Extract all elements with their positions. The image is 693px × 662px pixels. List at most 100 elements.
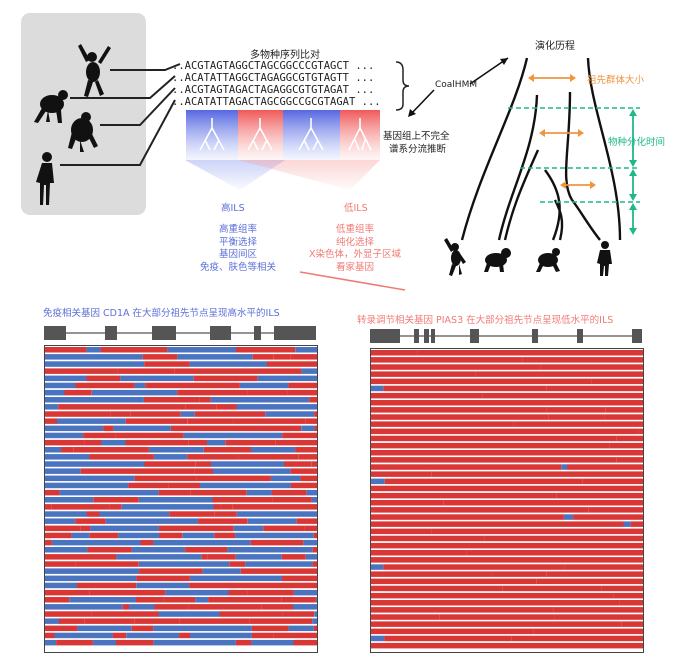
ils-segment	[295, 347, 317, 353]
ils-segment	[153, 639, 236, 646]
ils-bar-blue-1	[186, 110, 238, 160]
ils-segment	[383, 564, 565, 570]
ils-segment	[131, 625, 154, 632]
ils-segment	[214, 511, 237, 517]
ils-segment	[546, 407, 606, 413]
coalhmm-arrow-up	[469, 57, 509, 85]
split-time-label: 物种分化时间	[608, 137, 666, 148]
ils-segment	[45, 404, 59, 410]
ils-segment	[529, 400, 643, 406]
ils-segment	[45, 432, 84, 439]
ils-segment	[236, 347, 296, 353]
ils-segment	[158, 611, 220, 617]
ils-segment	[189, 582, 233, 589]
sequence-1: ..ACGTAGTAGGCTAGCGGCCCGTAGCT ...	[172, 60, 375, 72]
ils-segment	[225, 439, 276, 446]
ils-segment	[73, 447, 149, 453]
ils-segment	[45, 554, 117, 560]
ils-segment	[211, 461, 285, 467]
ils-segment	[247, 389, 288, 396]
high-ils-item: 高重组率	[218, 224, 257, 235]
ils-segment	[190, 489, 247, 496]
ils-segment	[246, 489, 272, 496]
ils-segment	[371, 578, 537, 585]
ils-segment	[567, 464, 643, 470]
ils-segment	[284, 461, 312, 467]
ils-segment	[309, 397, 317, 403]
ils-segment	[45, 625, 78, 632]
ils-segment	[167, 347, 236, 353]
ils-segment	[257, 375, 317, 382]
ils-segment	[45, 575, 137, 582]
high-ils-item: 平衡选择	[218, 236, 257, 248]
gene-structure-left	[44, 326, 316, 340]
ils-segment	[134, 618, 179, 624]
ils-segment	[227, 547, 313, 553]
ils-segment	[233, 525, 264, 532]
ils-segment	[45, 482, 129, 489]
ils-segment	[371, 457, 617, 463]
high-ils-item: 免疫、肤色等相关	[199, 261, 276, 273]
ils-segment	[314, 625, 317, 632]
ils-segment	[235, 639, 252, 646]
ils-segment	[194, 411, 266, 417]
ils-segment	[209, 382, 240, 389]
ils-segment	[288, 568, 317, 574]
ils-segment	[45, 489, 60, 496]
gibbon-silhouette	[78, 44, 111, 97]
ils-segment	[522, 357, 643, 363]
ils-segment	[131, 547, 185, 553]
ils-segment	[245, 561, 313, 567]
ils-segment	[371, 600, 620, 606]
ils-segment	[261, 604, 293, 610]
ils-segment	[45, 354, 143, 360]
ils-segment	[142, 354, 178, 360]
ils-segment	[371, 642, 421, 649]
ils-segment	[502, 585, 602, 592]
ils-segment	[92, 639, 116, 646]
ils-segment	[371, 614, 440, 620]
ils-segment	[64, 389, 92, 396]
ils-segment	[244, 368, 302, 374]
ils-segment	[270, 504, 317, 510]
ils-segment	[536, 578, 643, 585]
ils-segment	[200, 482, 291, 489]
ils-segment	[371, 564, 384, 570]
ils-segment	[45, 518, 76, 524]
ils-segment	[616, 457, 643, 463]
ils-segment	[371, 485, 551, 492]
ils-segment	[115, 432, 184, 439]
ils-segment	[86, 375, 121, 382]
ils-segment	[251, 625, 289, 632]
ils-bar-red-2	[340, 110, 380, 160]
ils-red-fan	[238, 160, 380, 190]
human-silhouette	[36, 152, 54, 205]
ils-segment	[384, 635, 512, 642]
ils-segment	[212, 468, 291, 474]
ils-segment	[190, 575, 282, 582]
ils-segment	[371, 450, 643, 456]
ils-segment	[417, 350, 643, 356]
right-caption: 转录调节相关基因 PIAS3 在大部分祖先节点呈现低水平的ILS	[357, 315, 614, 326]
ils-segment	[132, 404, 186, 410]
ils-segment	[86, 347, 101, 353]
ils-segment	[45, 604, 123, 610]
ils-segment	[371, 635, 385, 642]
ils-segment	[604, 414, 643, 420]
ils-segment	[371, 535, 485, 542]
low-ils-label: 低ILS	[344, 203, 368, 214]
ils-segment	[158, 489, 178, 496]
ils-segment	[315, 597, 317, 603]
ils-segment	[371, 471, 432, 477]
ils-segment	[177, 389, 248, 396]
ils-segment	[87, 547, 108, 553]
ils-segment	[249, 618, 313, 624]
ils-segment	[84, 618, 135, 624]
ils-segment	[199, 397, 211, 403]
high-ils-label: 高ILS	[221, 203, 245, 214]
ils-bar-blue-2	[283, 110, 340, 160]
ils-segment	[145, 382, 210, 389]
ils-segment	[110, 411, 131, 417]
ils-segment	[139, 568, 203, 574]
ils-segment	[189, 361, 267, 367]
